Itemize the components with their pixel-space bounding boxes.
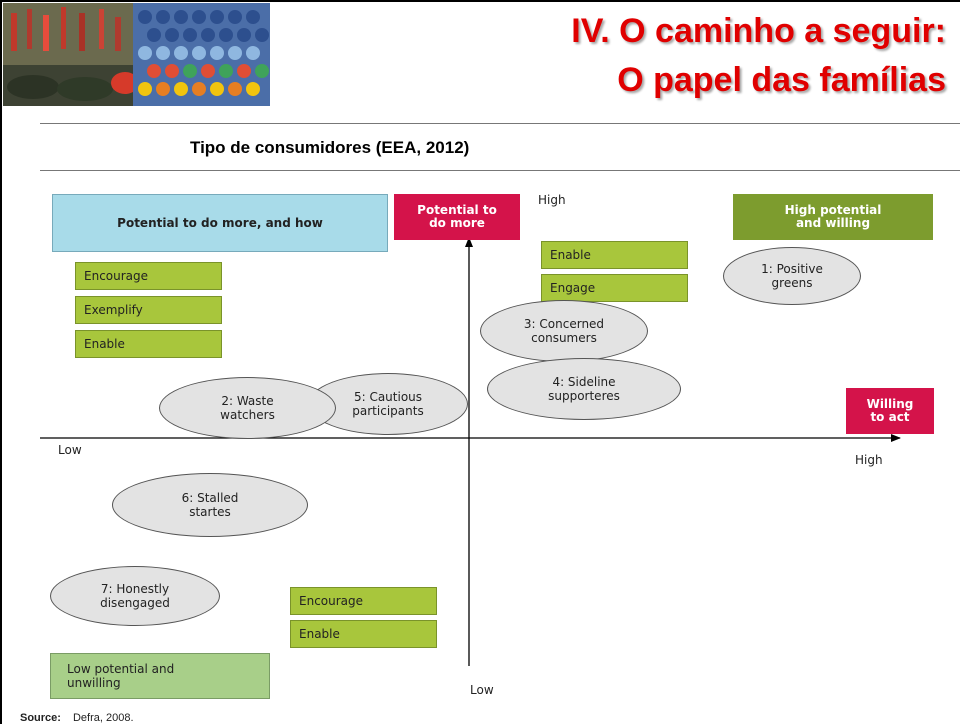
action-exemplify: Exemplify [75,296,222,324]
diagram-subtitle: Tipo de consumidores (EEA, 2012) [190,138,470,157]
potential-to-do-more-and-how-box: Potential to do more, and how [52,194,388,252]
action-enable: Enable [75,330,222,358]
action-enable: Enable [290,620,437,648]
source-label: Source: [20,712,61,724]
segment-honestly-disengaged: 7: Honestly disengaged [50,566,220,626]
action-encourage: Encourage [75,262,222,290]
segment-waste-watchers: 2: Waste watchers [159,377,336,439]
x-axis-high-label: High [855,453,883,467]
slide-title-line1: IV. O caminho a seguir: [571,12,946,50]
slide-title-line2: O papel das famílias [617,61,946,99]
low-potential-and-unwilling-box: Low potential and unwilling [50,653,270,699]
y-axis-high-label: High [538,193,566,207]
action-enable: Enable [541,241,688,269]
segment-positive-greens: 1: Positive greens [723,247,861,305]
divider-top [40,123,960,124]
high-potential-and-willing-box: High potential and willing [733,194,933,240]
source-text: Defra, 2008. [72,712,134,724]
y-axis-low-label: Low [470,683,494,697]
segment-stalled-startes: 6: Stalled startes [112,473,308,537]
segment-concerned-consumers: 3: Concerned consumers [480,300,648,362]
divider-bottom [40,170,960,171]
x-axis-low-label: Low [58,443,82,457]
header-photo [3,3,270,106]
action-encourage: Encourage [290,587,437,615]
segment-sideline-supporteres: 4: Sideline supporteres [487,358,681,420]
source-note: Source: Defra, 2008. [20,712,134,724]
action-engage: Engage [541,274,688,302]
willing-to-act-box: Willing to act [846,388,934,434]
potential-to-do-more-box: Potential to do more [394,194,520,240]
